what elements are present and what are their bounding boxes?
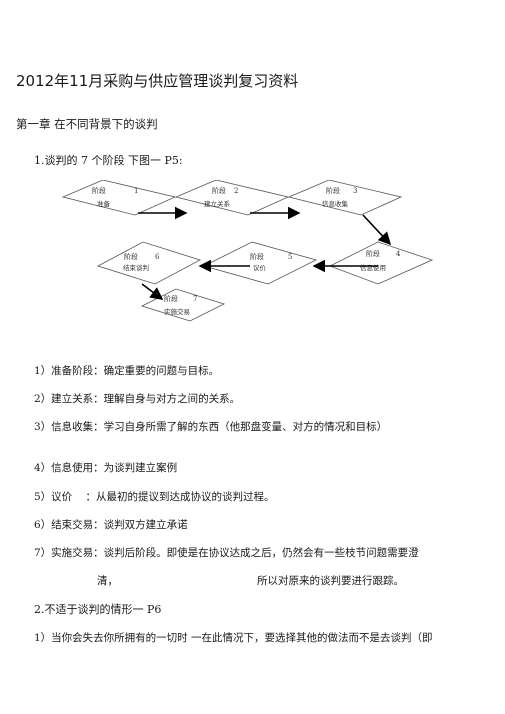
stage-2-shape: 阶段 2 建立关系 [174,180,290,216]
list-item: 6）结束交易：谈判双方建立承诺 [34,519,188,531]
stage-7-num: 7 [193,295,197,303]
stage-2-label: 阶段 [212,186,226,195]
stage-1-label: 阶段 [92,186,106,195]
stage-3-name: 信息收集 [322,199,349,208]
stage-5-name: 议价 [253,264,267,272]
section-heading-1: 1.谈判的 7 个阶段 下图一 P5: [34,154,183,167]
stage-6-name: 结束谈判 [123,263,149,272]
stage-2-num: 2 [234,187,238,195]
list-item: 7）实施交易：谈判后阶段。即使是在协议达成之后，仍然会有一些枝节问题需要澄 [34,547,419,559]
stage-5-shape: 阶段 5 议价 [202,241,318,285]
arrow-3-to-4 [362,214,392,246]
stage-7-label: 阶段 [164,294,178,303]
stage-4-shape: 阶段 4 信息使用 [329,241,434,285]
stage-3-shape: 阶段 3 信息收集 [287,180,403,216]
stage-7-shape: 阶段 7 实施交易 [140,288,226,322]
list-item: 3）信息收集：学习自身所需了解的东西（他那盘变量、对方的情况和目标） [34,421,388,433]
stage-7-name: 实施交易 [164,307,190,316]
list-item: 4）信息使用：为谈判建立案例 [34,462,178,474]
list-item: 2）建立关系：理解自身与对方之间的关系。 [34,393,241,405]
stage-6-num: 6 [155,253,160,261]
list-item: 5）议价 ：从最初的提议到达成协议的谈判过程。 [34,491,275,503]
stage-3-label: 阶段 [326,186,340,195]
list-item-continuation: 所以对原来的谈判要进行跟踪。 [257,575,404,587]
list-item-continuation: 清， [97,575,118,587]
stage-4-label: 阶段 [366,249,380,258]
stage-6-shape: 阶段 6 结束谈判 [96,241,202,285]
section-heading-2: 2.不适于谈判的情形一 P6 [34,603,162,616]
stage-2-name: 建立关系 [204,199,231,208]
stage-4-name: 信息使用 [360,263,386,272]
stage-1-shape: 阶段 1 准备 [61,180,177,216]
stage-1-name: 准备 [97,199,111,208]
stage-6-label: 阶段 [124,252,138,261]
stage-5-num: 5 [288,253,292,261]
stage-3-num: 3 [353,187,357,195]
chapter-heading: 第一章 在不同背景下的谈判 [16,117,158,131]
stage-5-label: 阶段 [250,252,264,261]
arrow-6-to-7 [141,283,164,300]
page-title: 2012年11月采购与供应管理谈判复习资料 [16,72,299,90]
list-item: 1）当你会失去你所拥有的一切时 一在此情况下，要选择其他的做法而不是去谈判（即 [34,632,433,644]
list-item: 1）准备阶段：确定重要的问题与目标。 [34,365,220,377]
negotiation-stages-diagram: 阶段 1 准备 阶段 2 建立关系 阶段 3 信息收集 阶段 4 信息使用 阶段… [61,180,434,322]
stage-4-num: 4 [396,250,401,258]
stage-1-num: 1 [134,187,138,195]
